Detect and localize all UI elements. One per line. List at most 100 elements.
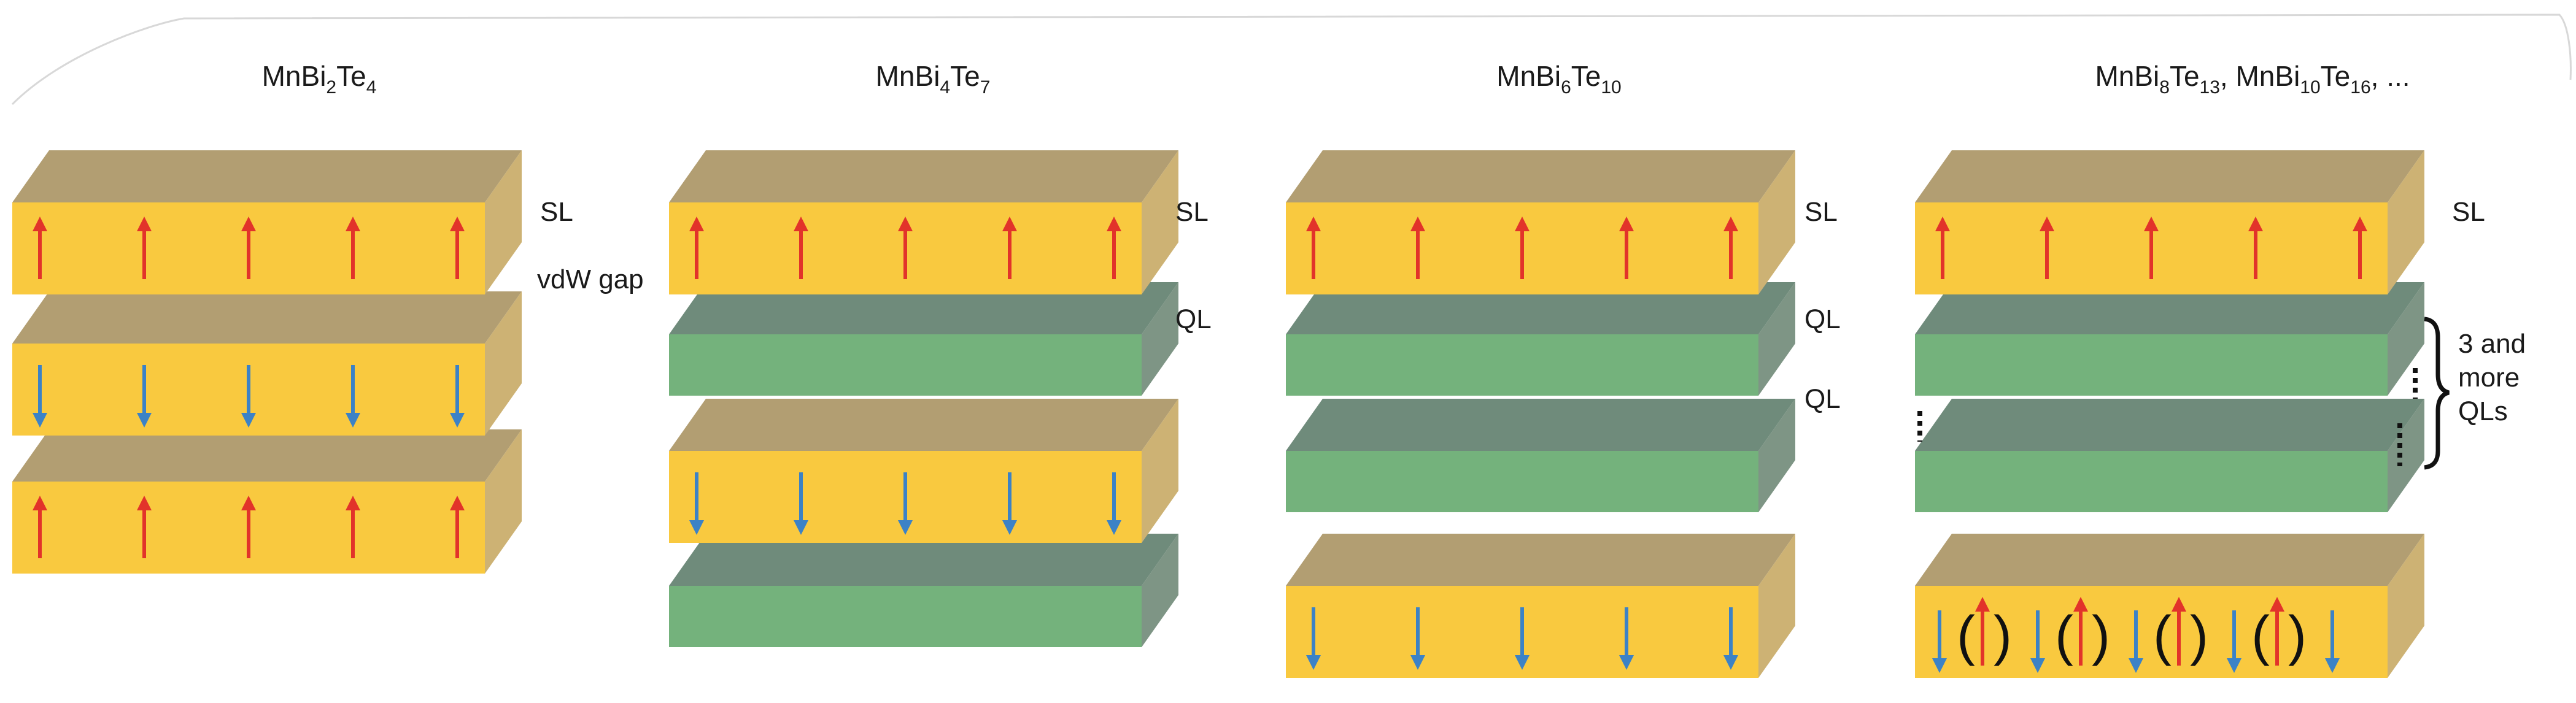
title-sub: 13 bbox=[2200, 77, 2220, 98]
panel-title: MnBi8Te13, MnBi10Te16, ... bbox=[2095, 60, 2410, 98]
septuple-layer bbox=[12, 291, 522, 436]
layer-top-face bbox=[12, 150, 522, 202]
title-part: Te bbox=[2321, 60, 2351, 92]
layer-top-face bbox=[669, 399, 1178, 451]
septuple-layer bbox=[12, 429, 522, 574]
layer-side-face bbox=[485, 429, 522, 574]
layer-side-face bbox=[1142, 399, 1178, 543]
layer-top-face bbox=[12, 429, 522, 482]
septuple-layer bbox=[669, 150, 1178, 294]
septuple-layer bbox=[1915, 150, 2424, 294]
layer-top-face bbox=[1286, 150, 1795, 202]
title-sub: 7 bbox=[980, 77, 991, 98]
layer-top-face bbox=[1286, 282, 1795, 334]
title-sub: 10 bbox=[2300, 77, 2320, 98]
panel-1: MnBi2Te4 SL vdW gap bbox=[12, 60, 644, 574]
layer-label: SL bbox=[2452, 197, 2485, 227]
layer-front-face bbox=[669, 586, 1142, 647]
layer-top-face bbox=[669, 534, 1178, 586]
layer-top-face bbox=[1286, 399, 1795, 451]
qls-label: QLs bbox=[2458, 396, 2508, 426]
quintuple-layer bbox=[1286, 282, 1795, 396]
title-sub: 10 bbox=[1601, 77, 1621, 98]
title-sub: 8 bbox=[2159, 77, 2170, 98]
quintuple-layer bbox=[669, 534, 1178, 647]
title-part: , ... bbox=[2371, 60, 2410, 92]
layer-side-face bbox=[2388, 282, 2424, 396]
layer-top-face bbox=[1915, 534, 2424, 586]
layer-top-face bbox=[1915, 150, 2424, 202]
layer-side-face bbox=[1758, 282, 1795, 396]
gap-label: vdW gap bbox=[537, 264, 644, 294]
panel-2: MnBi4Te7 SL QL bbox=[669, 60, 1212, 647]
layer-side-face bbox=[2388, 150, 2424, 294]
septuple-layer bbox=[1286, 150, 1795, 294]
title-sub: 16 bbox=[2350, 77, 2370, 98]
panel-title: MnBi2Te4 bbox=[262, 60, 377, 98]
quintuple-layer bbox=[669, 282, 1178, 396]
layer-side-face bbox=[485, 150, 522, 294]
layer-label: SL bbox=[540, 197, 573, 227]
qls-label: more bbox=[2458, 363, 2520, 393]
open-paren: ( bbox=[2251, 605, 2270, 667]
panel-title: MnBi6Te10 bbox=[1496, 60, 1621, 98]
septuple-layer bbox=[1286, 534, 1795, 678]
layer-front-face bbox=[1286, 334, 1758, 396]
layer-front-face bbox=[1915, 334, 2388, 396]
layer-top-face bbox=[1286, 534, 1795, 586]
panel-3: MnBi6Te10 SL QL QL bbox=[1286, 60, 1841, 678]
layer-top-face bbox=[1915, 282, 2424, 334]
panel-title: MnBi4Te7 bbox=[876, 60, 991, 98]
title-part: MnBi bbox=[262, 60, 327, 92]
title-part: Te bbox=[2170, 60, 2200, 92]
title-sub: 4 bbox=[366, 77, 377, 98]
close-paren: ) bbox=[2092, 605, 2110, 667]
open-paren: ( bbox=[2055, 605, 2073, 667]
layer-side-face bbox=[2388, 399, 2424, 512]
layer-side-face bbox=[1142, 282, 1178, 396]
open-paren: ( bbox=[1957, 605, 1975, 667]
quintuple-layer bbox=[1915, 282, 2424, 396]
septuple-layer: () () () () bbox=[1915, 534, 2424, 678]
layer-side-face bbox=[1758, 534, 1795, 678]
layer-stack bbox=[1286, 150, 1795, 678]
layer-top-face bbox=[669, 150, 1178, 202]
layer-label: QL bbox=[1175, 304, 1212, 334]
quintuple-layer bbox=[1286, 399, 1795, 512]
layer-label: SL bbox=[1804, 197, 1838, 227]
layer-top-face bbox=[669, 282, 1178, 334]
title-sub: 2 bbox=[326, 77, 336, 98]
title-sub: 6 bbox=[1561, 77, 1571, 98]
close-paren: ) bbox=[2190, 605, 2208, 667]
layer-side-face bbox=[2388, 534, 2424, 678]
title-part: , MnBi bbox=[2220, 60, 2300, 92]
qls-label: 3 and bbox=[2458, 329, 2526, 359]
layer-label: QL bbox=[1804, 304, 1841, 334]
paper-edge bbox=[11, 13, 2572, 106]
title-part: MnBi bbox=[1496, 60, 1561, 92]
open-paren: ( bbox=[2153, 605, 2172, 667]
layer-label: SL bbox=[1175, 197, 1209, 227]
curly-brace bbox=[2424, 317, 2450, 470]
layer-front-face bbox=[1915, 451, 2388, 512]
layer-side-face bbox=[485, 291, 522, 436]
title-part: Te bbox=[1571, 60, 1601, 92]
title-part: Te bbox=[336, 60, 366, 92]
layer-stack bbox=[669, 150, 1178, 647]
close-paren: ) bbox=[2288, 605, 2307, 667]
layer-top-face bbox=[1915, 399, 2424, 451]
layer-label: QL bbox=[1804, 384, 1841, 414]
layer-side-face bbox=[1142, 150, 1178, 294]
title-part: Te bbox=[950, 60, 980, 92]
layer-stack bbox=[12, 150, 522, 574]
quintuple-layer bbox=[1915, 399, 2424, 512]
layer-front-face bbox=[1286, 451, 1758, 512]
title-sub: 4 bbox=[940, 77, 950, 98]
layer-front-face bbox=[1915, 586, 2388, 678]
close-paren: ) bbox=[1994, 605, 2012, 667]
septuple-layer bbox=[12, 150, 522, 294]
layer-front-face bbox=[669, 334, 1142, 396]
septuple-layer bbox=[669, 399, 1178, 543]
title-part: MnBi bbox=[2095, 60, 2159, 92]
